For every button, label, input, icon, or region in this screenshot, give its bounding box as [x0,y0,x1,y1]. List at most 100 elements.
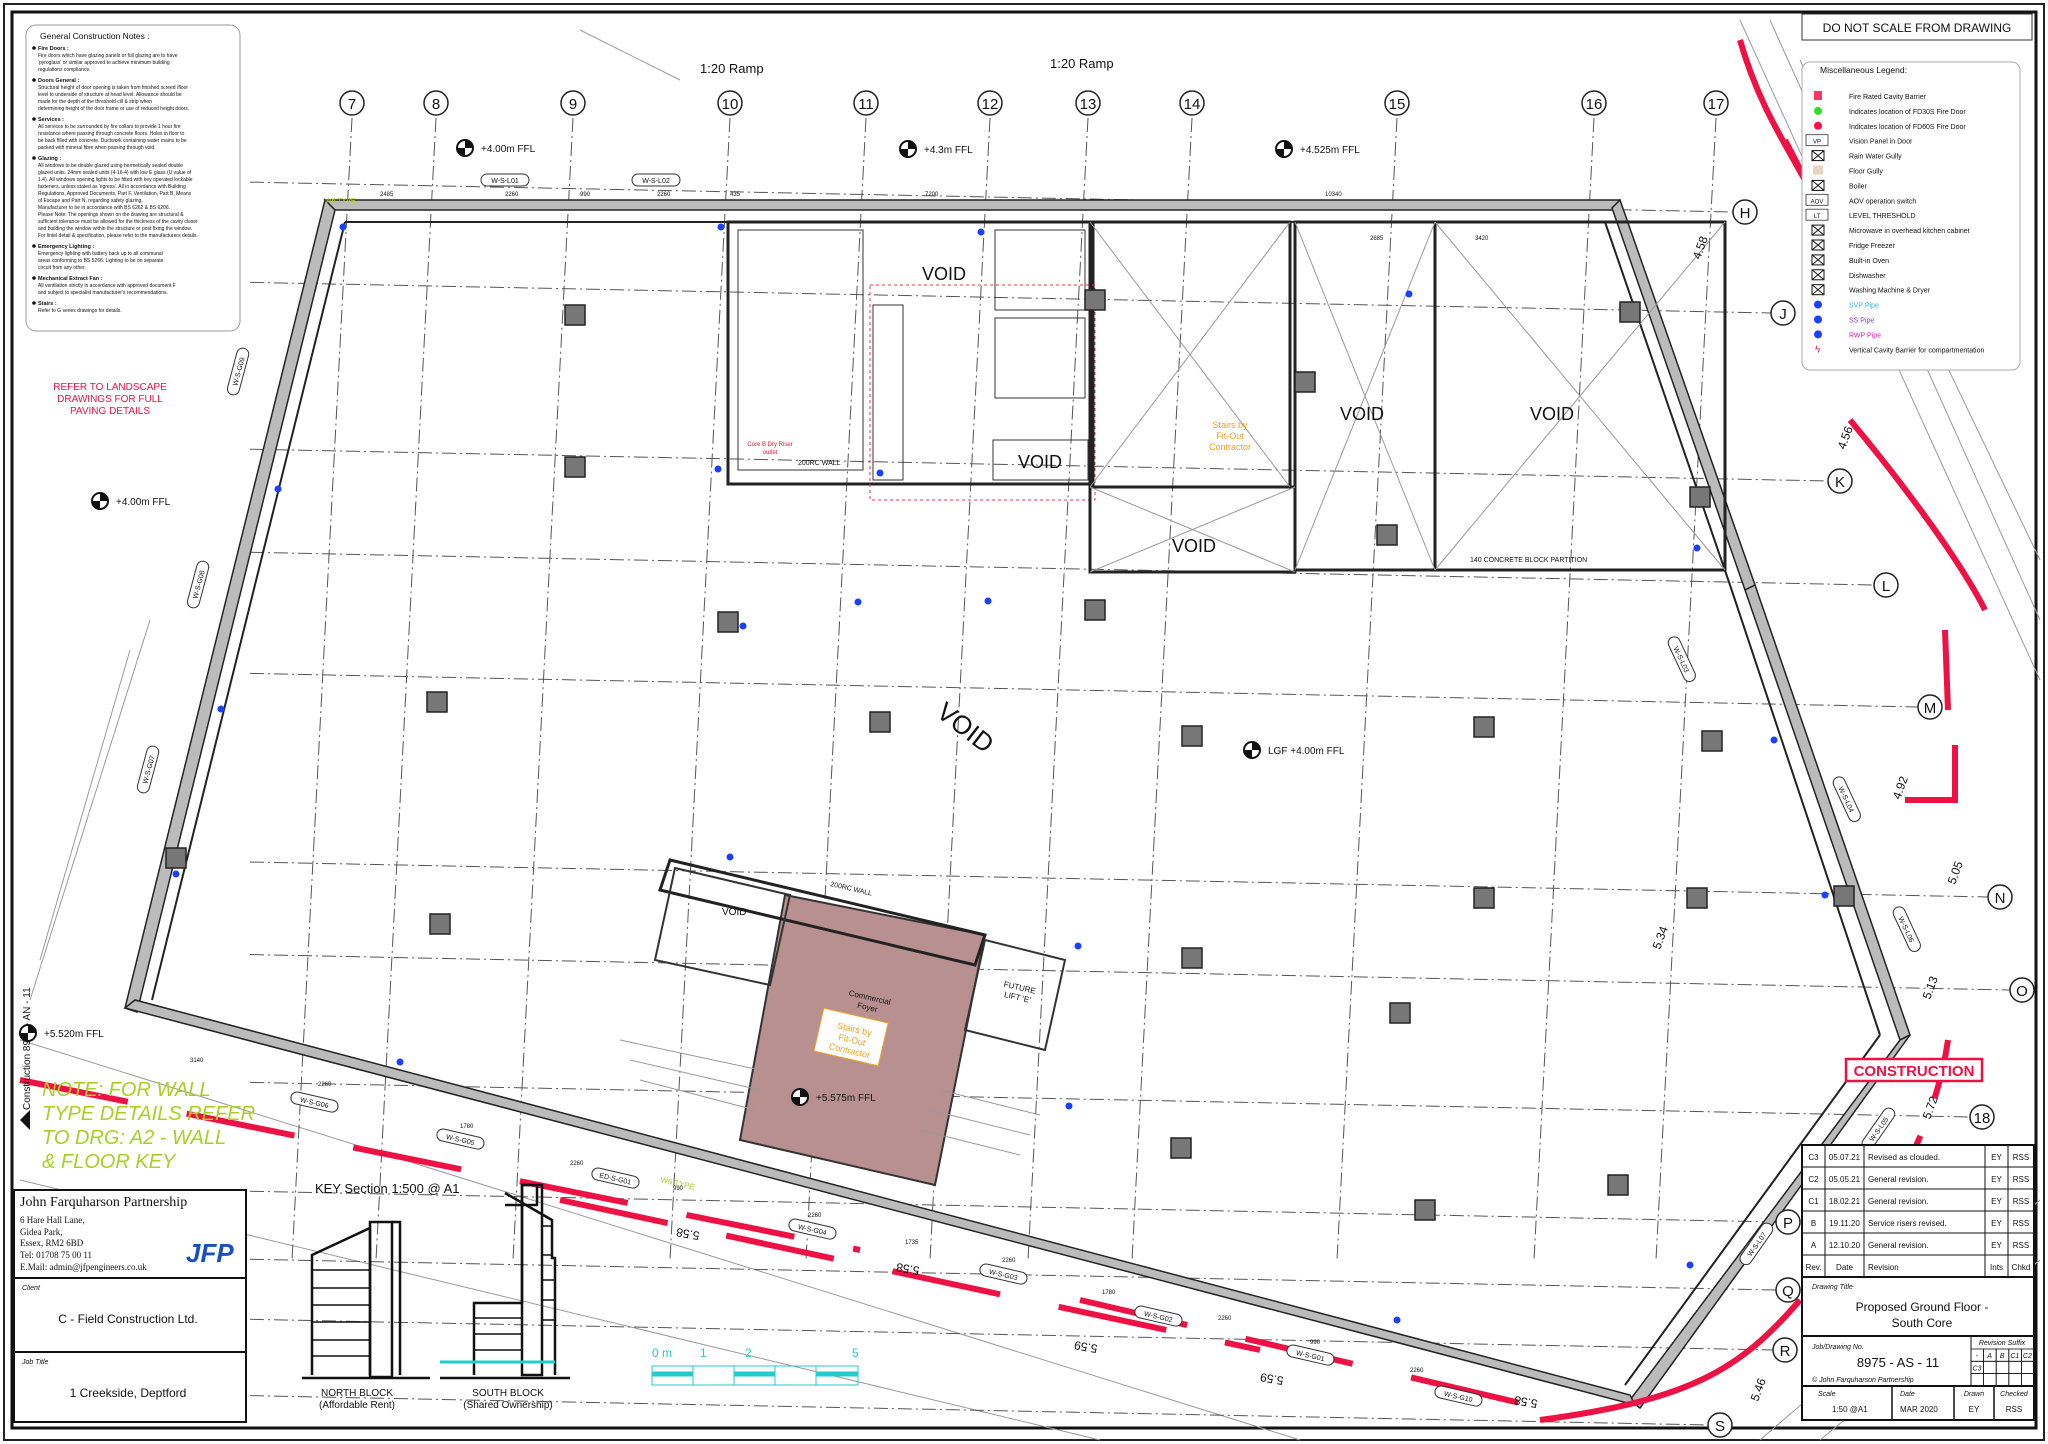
legend-label: Floor Gully [1849,169,1883,176]
svg-text:1: 1 [700,1346,707,1360]
bullet-icon [32,244,36,248]
ramp-steps [29,619,151,1001]
legend-item: SVP Pipe [1814,300,1879,310]
grid-bubble-row [1770,300,1796,326]
revision-suffix: C3 [1973,1365,1982,1372]
legend-label: Indicates location of FD60S Fire Door [1849,124,1966,131]
svg-text:Contractor: Contractor [1209,442,1251,452]
wall-type-tag: W-S-G02 [1134,1305,1183,1327]
pipe-dot [739,622,747,630]
revision-cell: General revision. [1868,1197,1928,1206]
svg-text:Stairs by: Stairs by [1212,420,1248,430]
legend-item: SS Pipe [1814,315,1874,325]
grid-label: 17 [1708,96,1725,113]
svg-text:140 CONCRETE BLOCK PARTITION: 140 CONCRETE BLOCK PARTITION [1470,557,1587,564]
note-line: and subject to specialist manufacturer's… [38,290,168,296]
legend-item: Boiler [1811,179,1868,191]
pipe-dot [726,853,734,861]
north-block-label: NORTH BLOCK [321,1388,393,1399]
svg-text:Checked: Checked [2000,1391,2029,1398]
revision-header: Date [1836,1263,1853,1272]
spot-level: 5.46 [1748,1376,1769,1403]
legend-symbol: LT [1814,214,1821,220]
grid-bubble-col [853,90,879,116]
revision-header: Rev. [1806,1263,1822,1272]
column [1619,301,1641,323]
grid-label: 12 [982,96,999,113]
dimension-label: 1780 [1102,1290,1116,1296]
grid-label: 7 [348,96,356,113]
column [1701,730,1723,752]
fire-barrier-icon [1814,91,1822,100]
legend-label: Vision Panel in Door [1849,139,1913,146]
column [1084,599,1106,621]
legend-label: RWP Pipe [1849,332,1881,339]
svg-text:Essex, RM2 6BD: Essex, RM2 6BD [20,1238,84,1248]
spot-level: 5.58 [895,1260,921,1278]
pipe-dot [1065,1102,1073,1110]
client-name: C - Field Construction Ltd. [58,1312,197,1326]
arrow-icon [20,1110,30,1130]
grid-label: P [1783,1215,1793,1232]
column [1389,1002,1411,1024]
grid-bubble-col [1075,90,1101,116]
note-heading: Fire Doors : [38,46,69,52]
svg-text:(Affordable Rent): (Affordable Rent) [319,1400,395,1411]
grid-bubble-row [1775,1209,1801,1235]
pipe-dot [714,465,722,473]
grid-bubble-row [1827,468,1853,494]
svg-text:REFER TO LANDSCAPE: REFER TO LANDSCAPE [53,382,167,393]
note-line: Structural height of door opening is tak… [38,85,188,91]
note-heading: Glazing : [38,156,61,162]
grid-bubble-row [2009,977,2035,1003]
legend-label: AOV operation switch [1849,198,1916,205]
legend-label: Dishwasher [1849,273,1886,280]
legend-item: Fridge Freezer [1811,239,1896,251]
legend-label: SS Pipe [1849,318,1874,325]
revision-suffix: A [1986,1353,1992,1360]
svg-text:200RC WALL: 200RC WALL [798,460,841,467]
spot-level: 5.34 [1650,924,1671,951]
revision-suffix: B [2000,1353,2005,1360]
wall-type-tag: W-S-L07 [1739,1222,1774,1266]
key-section: KEY Section 1:500 @ A1 NORTH BLOCK (Affo… [302,1181,859,1411]
dimension-label: 1735 [905,1240,919,1246]
wall-type-tag: W-S-G06 [290,1091,339,1113]
spot-level: 5.58 [1513,1393,1539,1411]
wall-type-tag: W-S-G01 [1286,1344,1335,1366]
appliance-icon [1811,284,1825,296]
column [1170,1137,1192,1159]
vision-panel-icon [1805,134,1829,147]
svg-text:6 Hare Hall Lane,: 6 Hare Hall Lane, [20,1215,84,1225]
legend-item: Dishwasher [1811,269,1886,281]
svg-text:0 m: 0 m [652,1346,672,1360]
note-line: glazed units. 24mm sealed units (4-16-4)… [38,170,192,176]
wall-type-tag: W-S-L06 [1892,906,1921,952]
grid-label: 15 [1389,96,1406,113]
legend-label: Boiler [1849,183,1868,190]
column [1473,716,1495,738]
bullet-icon [32,156,36,160]
legend-symbol: AOV [1811,199,1824,205]
pipe-dot [1770,736,1778,744]
svg-text:Tel: 01708 75 00 11: Tel: 01708 75 00 11 [20,1250,92,1260]
pipe-dot [274,485,282,493]
revision-cell: 18.02.21 [1829,1197,1861,1206]
revision-cell: RSS [2013,1197,2029,1206]
grid-lines [249,117,2011,1426]
legend-title: Miscellaneous Legend: [1820,65,1907,75]
svg-text:(Shared Ownership): (Shared Ownership) [463,1400,552,1411]
note-line: be back filled with concrete. Ductwork c… [38,138,187,144]
svg-text:200RC WALL: 200RC WALL [830,881,873,897]
sheet-border-outer [3,3,2045,1441]
dimension-label: 2260 [1218,1316,1232,1322]
legend-label: Washing Machine & Dryer [1849,288,1931,295]
note-line: For lintel detail & specification, pleas… [38,233,198,239]
legend-item: RWP Pipe [1814,330,1881,339]
dimension-label: 435 [730,192,741,198]
void-label: VOID [1340,404,1384,424]
level-label: +5.520m FFL [44,1029,104,1040]
svg-text:Fit-Out: Fit-Out [1216,431,1244,441]
